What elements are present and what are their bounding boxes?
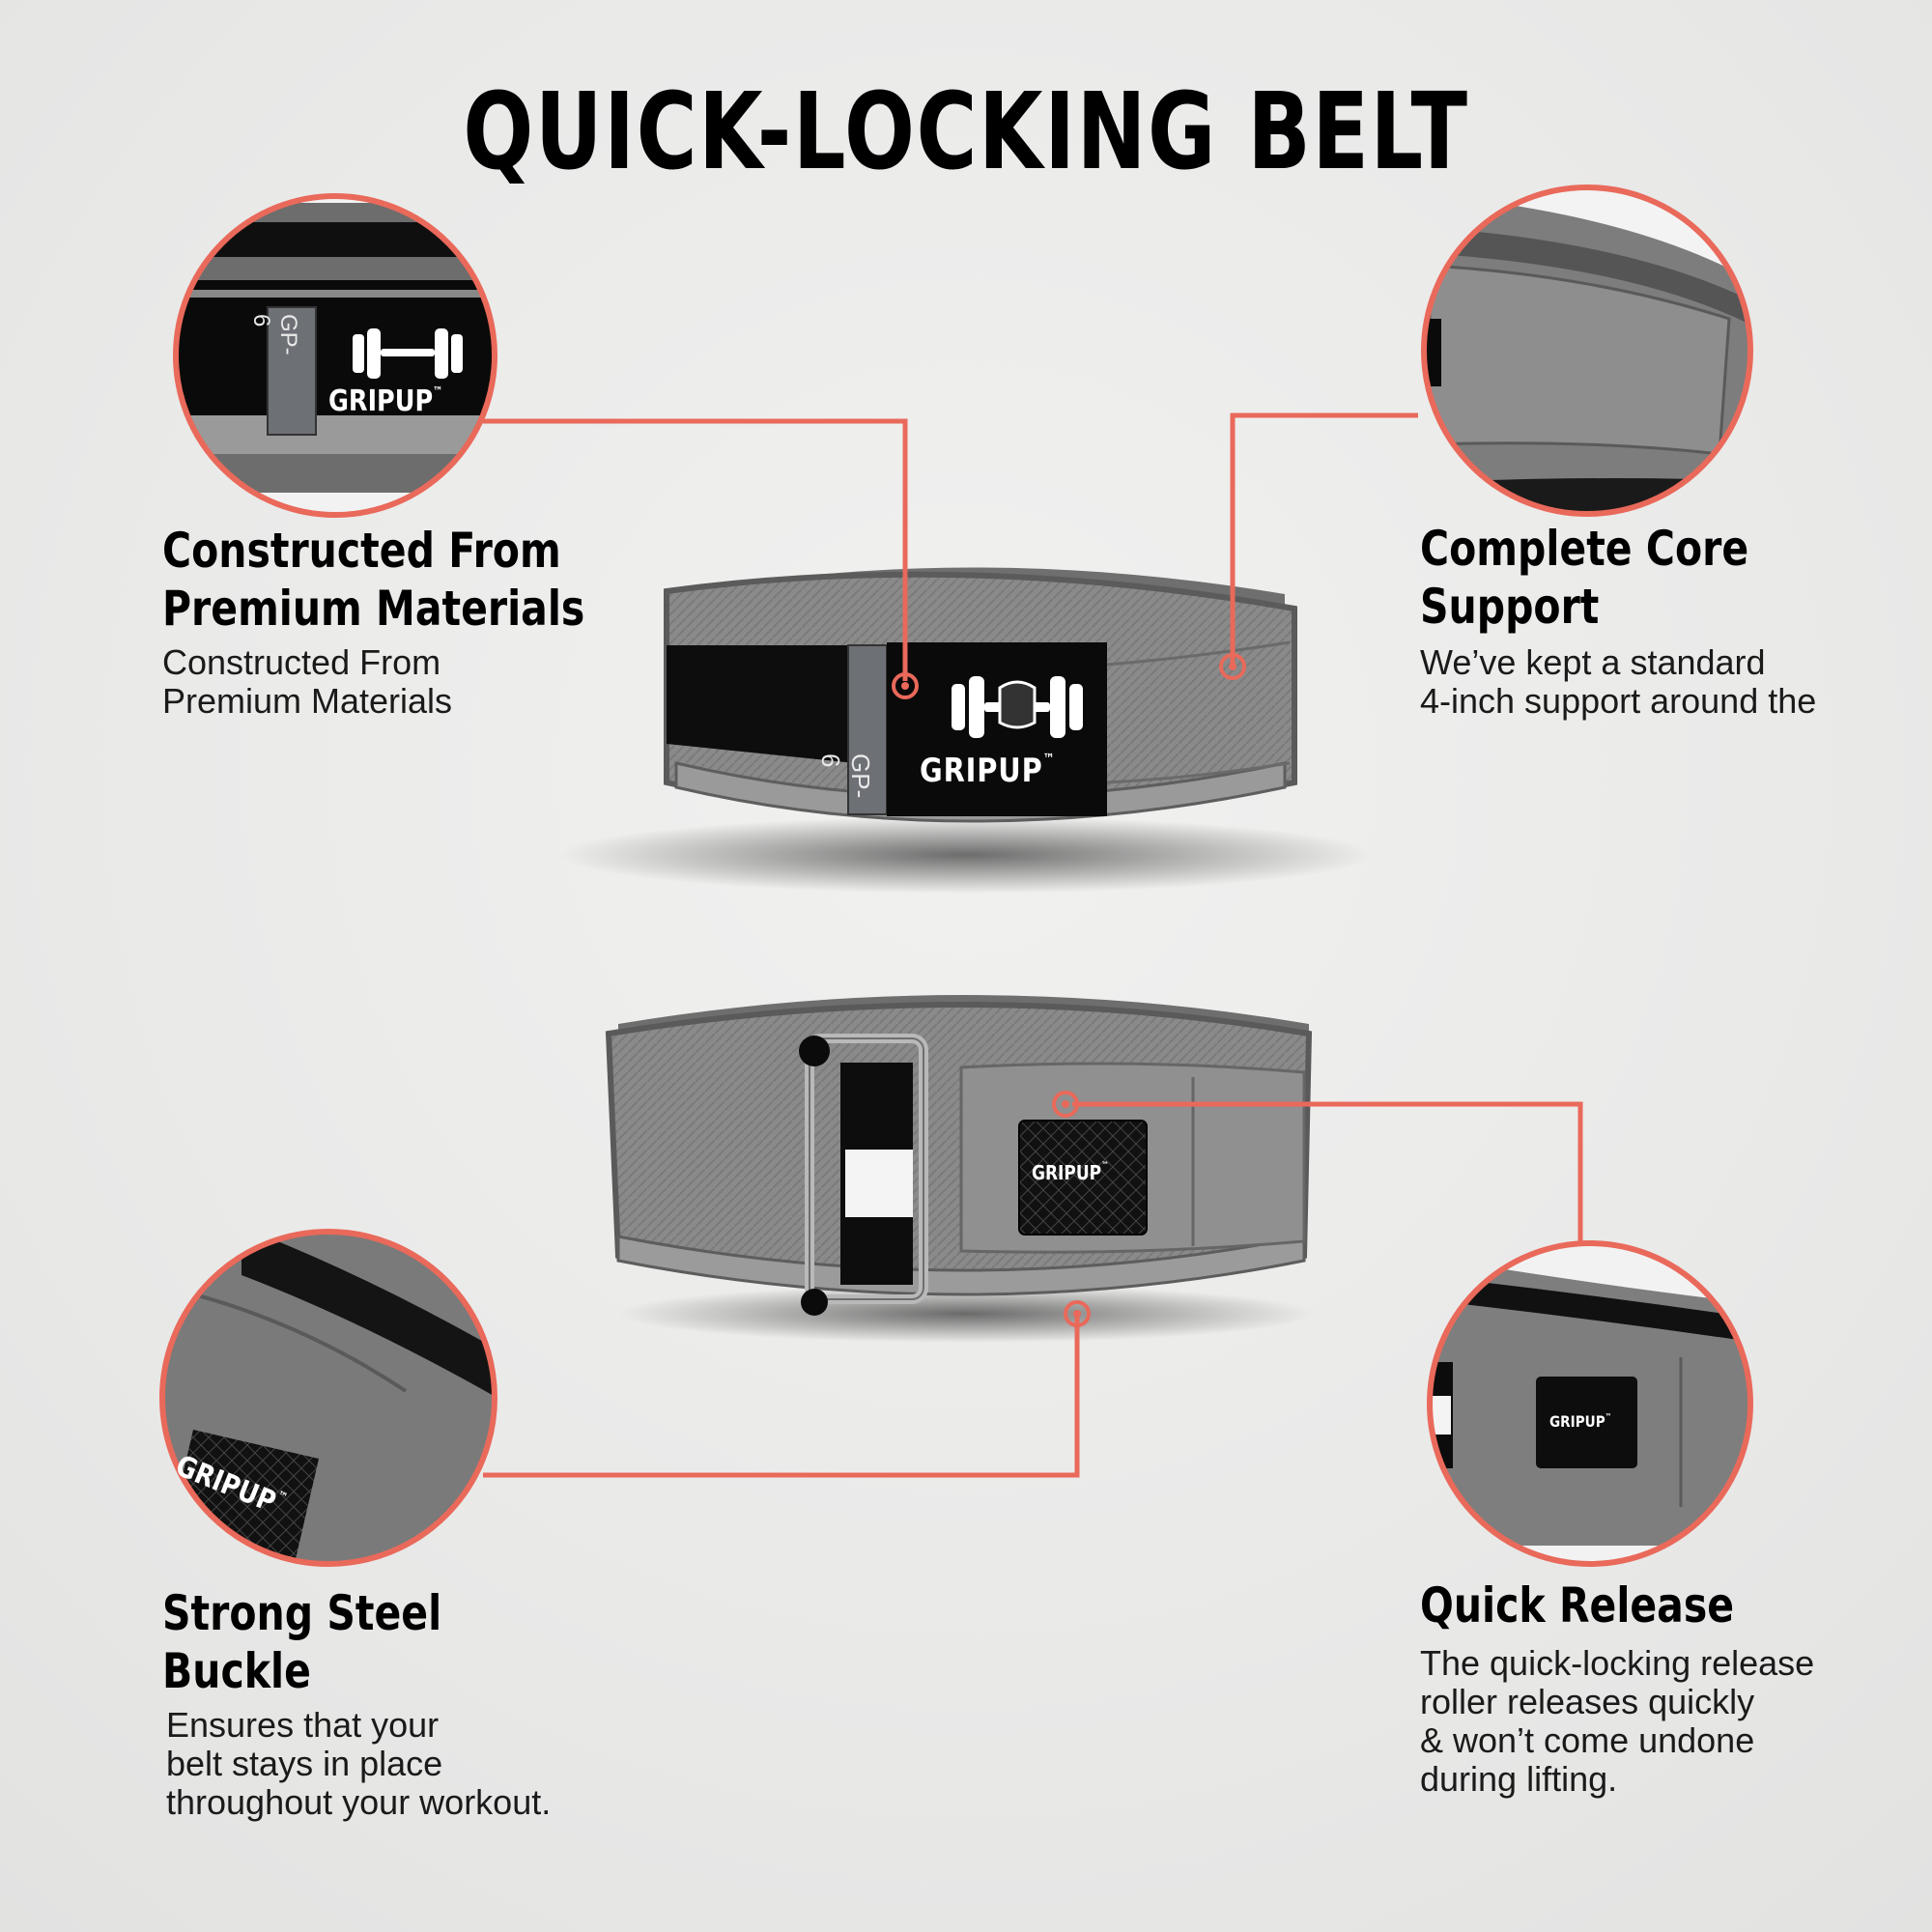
feature-heading-line: Constructed From [162, 523, 561, 579]
top-belt-image [560, 567, 1372, 894]
brand-logo-zoom-4: GRIPUP™ [1549, 1412, 1611, 1431]
trademark-symbol: ™ [1042, 752, 1056, 767]
feature-heading-line: Strong Steel [162, 1585, 442, 1641]
feature-heading: Constructed From Premium Materials [162, 522, 584, 638]
feature-description-line: throughout your workout. [166, 1782, 552, 1822]
feature-heading: Strong Steel Buckle [162, 1584, 481, 1700]
zoom-circle-core-support [1421, 185, 1753, 517]
feature-premium-materials: Constructed From Premium Materials Const… [162, 522, 677, 721]
trademark-symbol: ™ [433, 384, 443, 398]
feature-heading-line: Complete Core [1420, 521, 1749, 577]
feature-description: The quick-locking release roller release… [1420, 1644, 1814, 1799]
zoom-circle-quick-release [1427, 1240, 1753, 1567]
feature-heading-line: Quick Release [1420, 1577, 1735, 1634]
feature-description-line: The quick-locking release [1420, 1643, 1815, 1683]
brand-logo-zoom-1: GRIPUP™ [328, 384, 442, 418]
connector-line-4 [483, 1314, 1080, 1478]
brand-logo-text: GRIPUP [920, 752, 1043, 790]
feature-description-line: & won’t come undone [1420, 1720, 1755, 1760]
feature-description-line: during lifting. [1420, 1759, 1618, 1799]
brand-logo-text: GRIPUP [1032, 1161, 1102, 1184]
feature-heading: Quick Release [1420, 1577, 1744, 1634]
feature-core-support: Complete Core Support We’ve kept a stand… [1420, 520, 1821, 721]
feature-description: We’ve kept a standard 4-inch support aro… [1420, 643, 1821, 721]
feature-description: Constructed From Premium Materials [162, 643, 677, 721]
hotspot-markers [892, 653, 1246, 1327]
model-tag-top-belt: GP-6 [816, 753, 875, 799]
feature-description-line: Constructed From [162, 642, 441, 682]
feature-description-line: 4-inch support around the [1420, 681, 1817, 721]
feature-description-line: roller releases quickly [1420, 1682, 1755, 1721]
feature-description-line: belt stays in place [166, 1744, 443, 1783]
feature-description-line: We’ve kept a standard [1420, 642, 1766, 682]
brand-logo-bottom-belt: GRIPUP™ [1032, 1161, 1109, 1184]
connector-line-3 [1072, 1101, 1583, 1244]
feature-heading: Complete Core Support [1420, 520, 1748, 636]
feature-steel-buckle: Strong Steel Buckle Ensures that your be… [162, 1584, 551, 1822]
feature-heading-line: Buckle [162, 1643, 311, 1699]
feature-heading-line: Premium Materials [162, 581, 585, 637]
zoom-circle-premium-materials [173, 193, 497, 518]
trademark-symbol: ™ [1101, 1161, 1109, 1171]
brand-logo-top-belt: GRIPUP™ [920, 752, 1055, 790]
feature-quick-release: Quick Release The quick-locking release … [1420, 1577, 1814, 1799]
feature-description-line: Ensures that your [166, 1705, 440, 1745]
feature-description-line: Premium Materials [162, 681, 453, 721]
brand-logo-text: GRIPUP [1549, 1412, 1605, 1431]
feature-heading-line: Support [1420, 579, 1600, 635]
brand-logo-text: GRIPUP [328, 384, 434, 418]
bottom-belt-image [605, 995, 1314, 1343]
connector-line-2 [1230, 412, 1418, 667]
model-tag-zoom-1: GP-6 [248, 314, 301, 355]
connector-line-1 [483, 418, 908, 681]
trademark-symbol: ™ [1605, 1412, 1612, 1421]
page-title: QUICK-LOCKING BELT [463, 70, 1469, 193]
zoom-circle-steel-buckle [159, 1229, 497, 1567]
feature-description: Ensures that your belt stays in place th… [166, 1706, 551, 1822]
